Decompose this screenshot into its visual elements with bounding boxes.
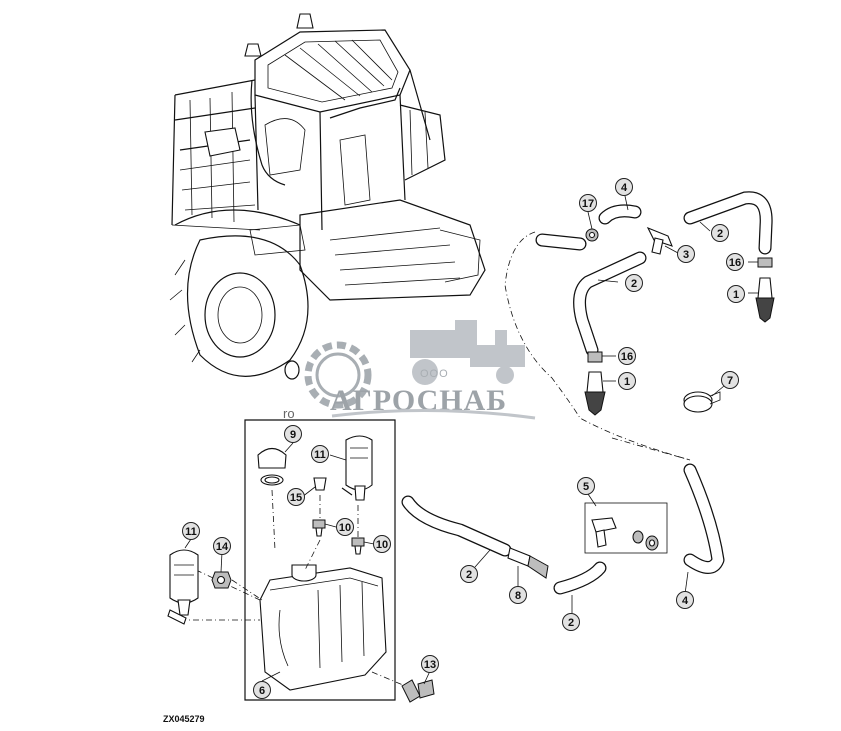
callout-10: 10 — [373, 535, 391, 553]
callout-bubble — [625, 274, 643, 292]
callout-bubble — [727, 285, 745, 303]
callout-bubble — [577, 477, 595, 495]
callout-bubble — [311, 445, 329, 463]
callout-label: 6 — [259, 685, 265, 697]
callout-label: 4 — [682, 595, 689, 607]
callout-label: 2 — [717, 228, 723, 240]
drawing-code: ZX045279 — [163, 714, 205, 724]
callout-4: 4 — [676, 591, 694, 609]
callout-16: 16 — [618, 347, 636, 365]
callout-label: 16 — [729, 257, 741, 269]
callout-2: 2 — [625, 274, 643, 292]
callout-bubble — [284, 425, 302, 443]
callout-bubble — [373, 535, 391, 553]
tractor-cab-illustration: ro — [169, 13, 486, 421]
callout-bubble — [676, 591, 694, 609]
callout-bubble — [421, 655, 439, 673]
svg-text:ro: ro — [283, 406, 295, 421]
callout-label: 8 — [515, 590, 521, 602]
callout-bubble — [618, 372, 636, 390]
callout-label: 9 — [290, 429, 296, 441]
callout-bubble — [711, 224, 729, 242]
callout-bubble — [509, 586, 527, 604]
callout-16: 16 — [726, 253, 744, 271]
callout-label: 2 — [568, 617, 574, 629]
callout-9: 9 — [284, 425, 302, 443]
callout-bubble — [615, 178, 633, 196]
callout-bubble — [677, 245, 695, 263]
reservoir-assembly — [180, 419, 411, 701]
callout-bubble — [336, 518, 354, 536]
harvester-logo-icon — [410, 320, 525, 385]
callout-label: 15 — [290, 492, 302, 504]
callout-label: 1 — [624, 376, 630, 388]
upper-hose-assembly — [535, 191, 775, 416]
callout-14: 14 — [213, 537, 231, 555]
callout-17: 17 — [579, 194, 597, 212]
callout-label: 16 — [621, 351, 633, 363]
callout-label: 11 — [314, 449, 326, 461]
routing-lines — [504, 231, 691, 461]
callout-11: 11 — [311, 445, 329, 463]
callout-1: 1 — [618, 372, 636, 390]
watermark: ООО АГРОСНАБ — [304, 320, 536, 420]
callout-8: 8 — [509, 586, 527, 604]
callout-3: 3 — [677, 245, 695, 263]
callout-11: 11 — [182, 522, 200, 540]
loose-parts — [167, 549, 435, 703]
callout-bubble — [213, 537, 231, 555]
callout-2: 2 — [460, 565, 478, 583]
gear-logo-icon — [304, 341, 372, 409]
callout-bubble — [287, 488, 305, 506]
watermark-company: ООО — [420, 368, 449, 380]
callout-10: 10 — [336, 518, 354, 536]
callout-bubble — [579, 194, 597, 212]
callout-5: 5 — [577, 477, 595, 495]
callout-bubble — [721, 371, 739, 389]
callout-label: 7 — [727, 375, 733, 387]
callout-7: 7 — [721, 371, 739, 389]
callout-label: 5 — [583, 481, 589, 493]
callout-bubble — [460, 565, 478, 583]
callout-label: 2 — [466, 569, 472, 581]
callout-bubble — [618, 347, 636, 365]
callout-bubble — [253, 681, 271, 699]
callout-label: 3 — [683, 249, 689, 261]
leader-lines — [184, 195, 758, 685]
callout-label: 11 — [185, 526, 197, 538]
lower-hose-assembly — [401, 463, 725, 595]
callout-6: 6 — [253, 681, 271, 699]
callout-13: 13 — [421, 655, 439, 673]
callout-4: 4 — [615, 178, 633, 196]
callout-label: 10 — [339, 522, 351, 534]
callout-bubble — [562, 613, 580, 631]
callout-2: 2 — [711, 224, 729, 242]
callout-bubble — [182, 522, 200, 540]
callout-bubble — [726, 253, 744, 271]
callout-label: 10 — [376, 539, 388, 551]
callout-2: 2 — [562, 613, 580, 631]
callout-label: 14 — [216, 541, 229, 553]
callout-label: 2 — [631, 278, 637, 290]
callout-label: 4 — [621, 182, 628, 194]
callout-label: 13 — [424, 659, 436, 671]
callout-1: 1 — [727, 285, 745, 303]
callout-15: 15 — [287, 488, 305, 506]
callout-label: 1 — [733, 289, 739, 301]
callout-label: 17 — [582, 198, 594, 210]
